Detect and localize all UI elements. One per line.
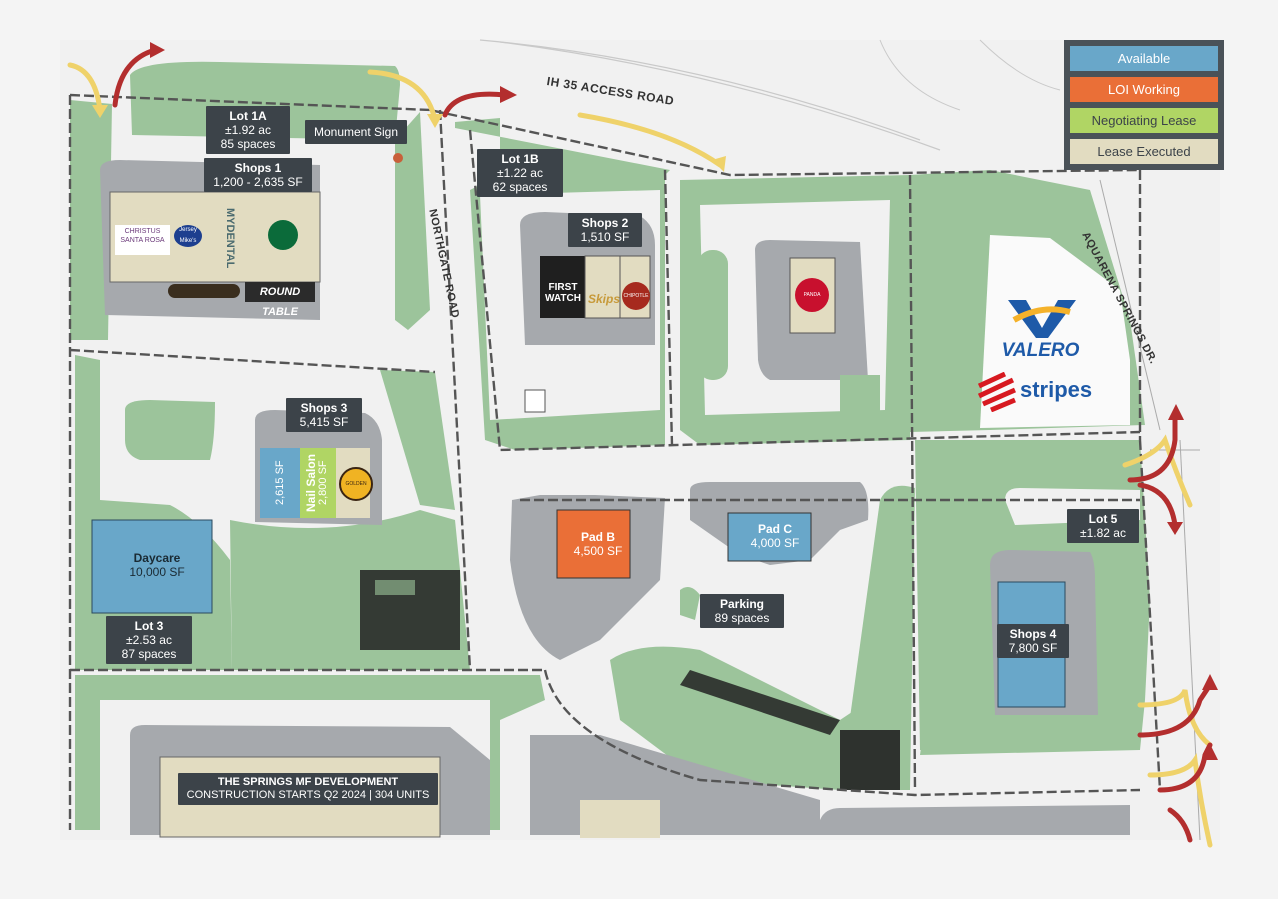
legend-available: Available: [1070, 46, 1218, 71]
label-monument-sign: Monument Sign: [305, 120, 407, 144]
valero-logo-text: VALERO: [1001, 340, 1080, 361]
chipotle-logo: CHIPOTLE: [622, 282, 650, 310]
starbucks-logo: [268, 220, 298, 250]
legend-negotiating-lease: Negotiating Lease: [1070, 108, 1218, 133]
stripes-logo-mark: [977, 372, 1017, 412]
christus-logo: CHRISTUS SANTA ROSA: [115, 225, 170, 255]
jersey-mikes-logo: Jersey Mike's: [174, 225, 202, 247]
lot1b-title: Lot 1B: [501, 152, 539, 166]
parking-spaces: 89 spaces: [714, 611, 770, 625]
valero-logo-mark: [1008, 298, 1076, 338]
lot1a-title: Lot 1A: [229, 109, 267, 123]
legend-loi-working: LOI Working: [1070, 77, 1218, 102]
label-lot3: Lot 3 ±2.53 ac 87 spaces: [106, 616, 192, 664]
shops1-size: 1,200 - 2,635 SF: [213, 175, 303, 189]
mydental-logo: MYDENTAL: [224, 207, 236, 269]
label-shops1: Shops 1 1,200 - 2,635 SF: [204, 158, 312, 192]
daycare-title: Daycare: [133, 551, 181, 565]
parking-title: Parking: [719, 597, 764, 611]
daycare-building: [91, 519, 213, 614]
label-daycare: Daycare 10,000 SF: [115, 548, 199, 582]
status-legend: Available LOI Working Negotiating Lease …: [1064, 40, 1224, 170]
shops3-title: Shops 3: [300, 401, 348, 415]
shops3-size: 5,415 SF: [299, 415, 349, 429]
stripes-icon: [977, 372, 1017, 412]
pad-c-building: [727, 512, 812, 562]
pad-c-size: 4,000 SF: [750, 536, 800, 550]
label-springs-mf: THE SPRINGS MF DEVELOPMENT CONSTRUCTION …: [178, 773, 438, 805]
lot5-title: Lot 5: [1088, 512, 1118, 526]
lot3-spaces: 87 spaces: [121, 647, 177, 661]
label-shops3: Shops 3 5,415 SF: [286, 398, 362, 432]
first-watch-unit: [540, 256, 585, 318]
springs-title: THE SPRINGS MF DEVELOPMENT: [217, 776, 399, 788]
shops3-unit1-label: 2,615 SF: [274, 460, 286, 506]
label-lot5: Lot 5 ±1.82 ac: [1067, 509, 1139, 543]
lot3-title: Lot 3: [134, 619, 164, 633]
pad-b-title: Pad B: [580, 530, 615, 544]
monument-sign-title: Monument Sign: [313, 125, 399, 139]
label-pad-b: Pad B 4,500 SF: [561, 527, 635, 561]
pad-c-title: Pad C: [757, 522, 792, 536]
lot5-acreage: ±1.82 ac: [1080, 526, 1126, 540]
shops1-title: Shops 1: [234, 161, 282, 175]
label-shops4: Shops 4 7,800 SF: [997, 624, 1069, 658]
shops3-unit1: [260, 448, 300, 518]
first-watch-logo: FIRST WATCH: [545, 282, 581, 304]
shops4-size: 7,800 SF: [1008, 641, 1058, 655]
golden-chick-logo: GOLDEN CHICK: [339, 467, 373, 501]
lot1a-acreage: ±1.92 ac: [225, 123, 271, 137]
round-table-logo: ROUND TABLE: [245, 282, 315, 318]
pad-b-building: [556, 509, 631, 579]
stripes-logo-text: stripes: [1020, 377, 1093, 402]
shops2-title: Shops 2: [581, 216, 629, 230]
skips-logo: Skips: [588, 292, 621, 306]
lot1b-acreage: ±1.22 ac: [497, 166, 543, 180]
shops2-size: 1,510 SF: [580, 230, 630, 244]
label-pad-c: Pad C 4,000 SF: [735, 519, 815, 553]
lot1b-spaces: 62 spaces: [492, 180, 548, 194]
label-lot1b: Lot 1B ±1.22 ac 62 spaces: [477, 149, 563, 197]
golden-brand-logo: [168, 284, 240, 298]
monument-sign-marker: [393, 153, 403, 163]
label-parking: Parking 89 spaces: [700, 594, 784, 628]
label-shops2: Shops 2 1,510 SF: [568, 213, 642, 247]
panda-express-logo: PANDA EXPRESS: [795, 278, 829, 312]
shops4-title: Shops 4: [1009, 627, 1057, 641]
valero-v-icon: [1008, 300, 1076, 338]
label-lot1a: Lot 1A ±1.92 ac 85 spaces: [206, 106, 290, 154]
daycare-size: 10,000 SF: [129, 565, 185, 579]
shops3-unit2: [300, 448, 336, 518]
shops3-unit2-label: 2,800 SF: [317, 460, 329, 506]
lot3-acreage: ±2.53 ac: [126, 633, 172, 647]
lot1a-spaces: 85 spaces: [220, 137, 276, 151]
legend-lease-executed: Lease Executed: [1070, 139, 1218, 164]
pad-b-size: 4,500 SF: [573, 544, 623, 558]
springs-subtitle: CONSTRUCTION STARTS Q2 2024 | 304 UNITS: [186, 789, 430, 801]
